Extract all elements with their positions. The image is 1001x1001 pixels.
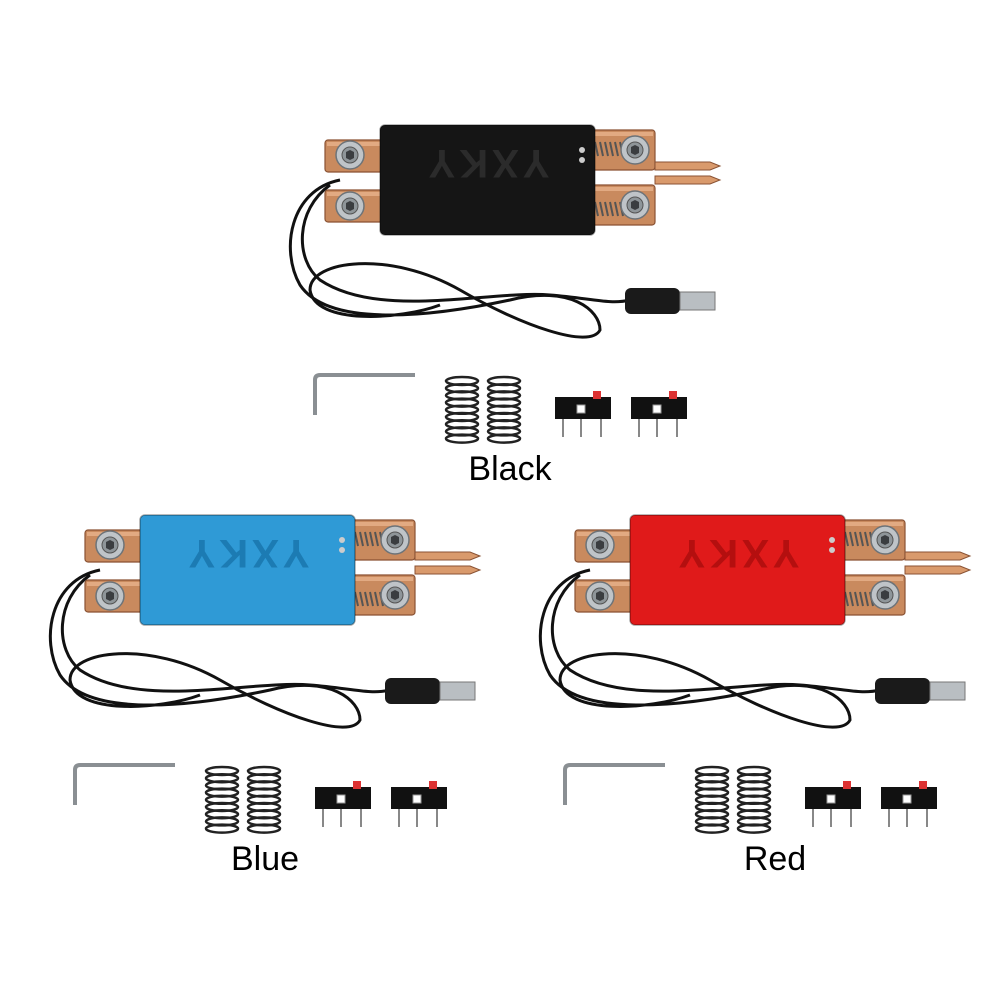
variant-label-red: Red: [743, 840, 807, 878]
dc-plug: [625, 288, 680, 314]
accessory-spring: [204, 765, 240, 834]
dc-plug-tip: [929, 681, 966, 701]
variant-label-black: Black: [468, 450, 552, 488]
welding-pin-bottom: [414, 565, 482, 575]
brand-emboss: YXKY: [675, 531, 800, 575]
dc-plug-tip: [439, 681, 476, 701]
dc-plug: [385, 678, 440, 704]
cable: [538, 568, 852, 729]
micro-switch: [315, 781, 371, 827]
body-screw: [829, 537, 835, 543]
micro-switch: [805, 781, 861, 827]
dc-plug: [875, 678, 930, 704]
spring-top: [839, 531, 879, 547]
micro-switch: [555, 391, 611, 437]
cable-loop: [550, 573, 881, 694]
body-screw: [579, 157, 585, 163]
welding-pin-top: [904, 551, 972, 561]
accessory-spring: [246, 765, 282, 834]
welding-pin-bottom: [904, 565, 972, 575]
dc-plug-tip: [679, 291, 716, 311]
welding-pin-top: [654, 161, 722, 171]
spot-welding-pen-red: YXKY: [538, 514, 972, 834]
variant-blue: YXKY Blue: [30, 500, 510, 900]
accessory-spring: [736, 765, 772, 834]
accessory-spring: [694, 765, 730, 834]
welding-pin-top: [414, 551, 482, 561]
cable: [288, 178, 602, 339]
body-screw: [829, 547, 835, 553]
body-screw: [339, 537, 345, 543]
variant-red: YXKY Red: [520, 500, 1000, 900]
cable-loop: [300, 183, 631, 304]
hex-key: [73, 763, 175, 805]
micro-switch: [391, 781, 447, 827]
spot-welding-pen-blue: YXKY: [48, 514, 482, 834]
cable: [48, 568, 362, 729]
micro-switch: [631, 391, 687, 437]
hex-key: [313, 373, 415, 415]
cable-loop: [60, 573, 391, 694]
variant-black: YXKY Black: [270, 110, 750, 510]
pen-body: [139, 514, 356, 626]
hex-key: [563, 763, 665, 805]
body-screw: [579, 147, 585, 153]
micro-switch: [881, 781, 937, 827]
accessory-spring: [444, 375, 480, 444]
accessory-spring: [486, 375, 522, 444]
brand-emboss: YXKY: [425, 141, 550, 185]
spot-welding-pen-black: YXKY: [288, 124, 722, 444]
body-screw: [339, 547, 345, 553]
brand-emboss: YXKY: [185, 531, 310, 575]
pen-body: [379, 124, 596, 236]
welding-pin-bottom: [654, 175, 722, 185]
variant-label-blue: Blue: [230, 840, 300, 878]
pen-body: [629, 514, 846, 626]
